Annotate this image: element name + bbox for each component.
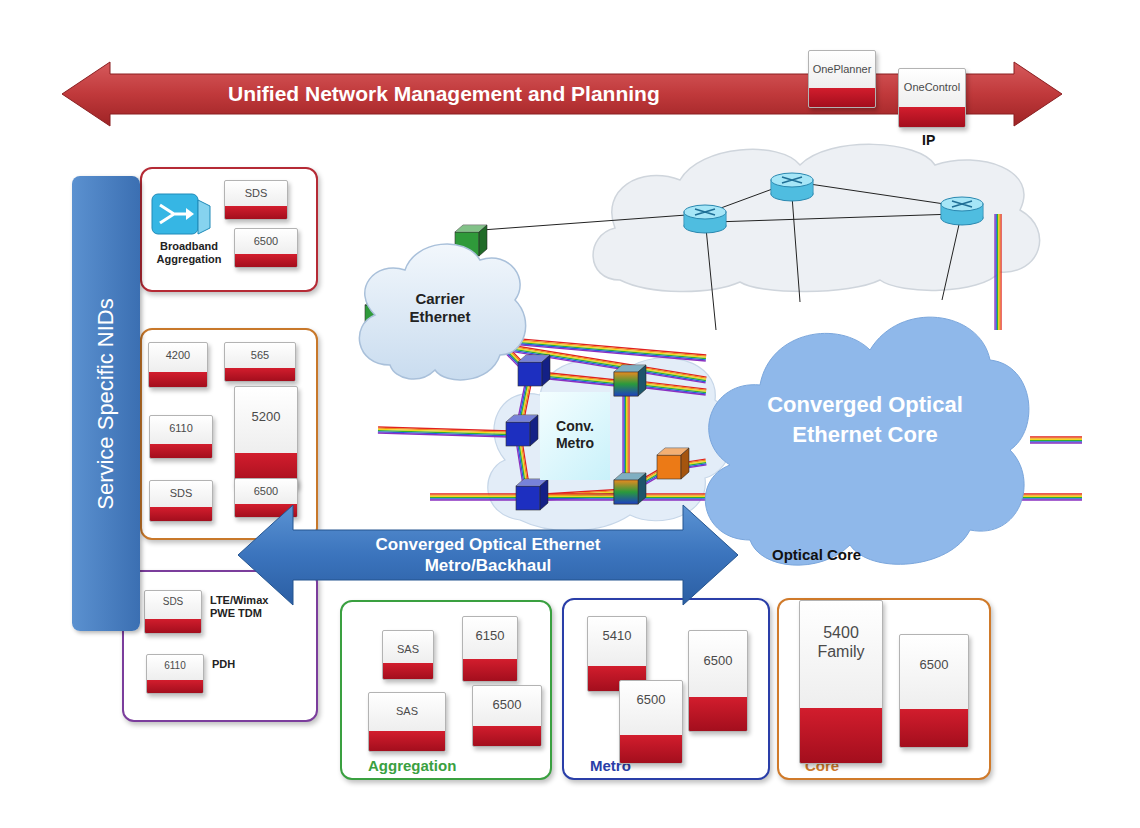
model-number: PDH xyxy=(212,658,276,671)
model-number: 5400 Family xyxy=(803,623,879,661)
switch-cube xyxy=(506,415,538,446)
arrow-outline xyxy=(238,505,738,605)
fiber-strand xyxy=(378,433,510,437)
network-label: IP xyxy=(922,132,935,148)
fiber-strand xyxy=(1030,440,1082,441)
model-number: 6110 xyxy=(148,659,202,672)
router-icon xyxy=(771,173,813,201)
group-heading: Aggregation xyxy=(368,757,456,774)
fiber-strand xyxy=(1030,442,1082,443)
equipment-group: Core5400 Family6500 xyxy=(777,598,991,780)
switch-cube xyxy=(516,479,548,510)
fiber-strand xyxy=(996,214,997,330)
equipment-box: 5400 Family xyxy=(799,600,883,764)
fiber-strand xyxy=(999,214,1000,330)
equipment-box: 4200 xyxy=(148,342,208,388)
fiber-strand xyxy=(1030,439,1082,440)
network-cloud: Carrier Ethernet xyxy=(350,235,530,390)
model-number: SDS xyxy=(146,595,200,608)
equipment-box: 5200 xyxy=(234,386,298,488)
equipment-box: OneControl xyxy=(898,68,966,128)
icon-body xyxy=(152,194,198,234)
cloud-outline xyxy=(359,244,525,380)
icon-caption: Broadband Aggregation xyxy=(148,240,230,266)
equipment-box: 6500 xyxy=(472,685,542,747)
equipment-box: 6150 xyxy=(462,616,518,682)
switch-cube xyxy=(614,473,646,504)
router-icon xyxy=(941,197,983,225)
metro-ring: Conv. Metro xyxy=(540,392,610,480)
model-number: SDS xyxy=(228,186,284,200)
switch-cube xyxy=(614,372,638,396)
router-icon xyxy=(684,205,726,233)
model-number: 6500 xyxy=(238,234,294,248)
equipment-box: SAS xyxy=(382,630,434,680)
aggregation-symbol xyxy=(148,192,218,238)
model-number: 4200 xyxy=(152,348,204,362)
network-label: Optical Core xyxy=(772,546,861,563)
model-number: 6500 xyxy=(238,484,294,498)
model-number: OneControl xyxy=(902,80,962,94)
model-number: 6110 xyxy=(153,421,209,435)
band-title: Service Specific NIDs xyxy=(93,298,119,510)
merge-arrowhead xyxy=(186,208,194,220)
aggregation-icon: Broadband Aggregation xyxy=(148,192,230,284)
backhaul-arrow-band: Converged Optical Ethernet Metro/Backhau… xyxy=(238,503,738,607)
fiber-strand xyxy=(1000,214,1001,330)
equipment-box: 6500 xyxy=(619,680,683,764)
model-number: 6150 xyxy=(466,628,514,644)
equipment-box: 6500 xyxy=(234,228,298,268)
fiber-strand xyxy=(998,214,999,330)
equipment-box: 6500 xyxy=(899,634,969,748)
core-cloud: Converged Optical Ethernet Core xyxy=(690,290,1040,570)
ip-cloud xyxy=(593,144,1040,291)
model-number: 565 xyxy=(228,348,292,362)
equipment-box: SDS xyxy=(224,180,288,220)
fiber-strand xyxy=(1030,438,1082,439)
equipment-box: 6110 PDH xyxy=(146,654,276,694)
arrow-shape xyxy=(238,503,738,607)
ring-title: Conv. Metro xyxy=(540,418,610,452)
switch-cube xyxy=(657,448,689,479)
model-number: 5410 xyxy=(591,628,643,644)
fiber-strand xyxy=(994,214,995,330)
cloud-title: Carrier Ethernet xyxy=(390,290,490,326)
model-number: OnePlanner xyxy=(812,62,872,76)
model-number: SDS xyxy=(153,486,209,500)
equipment-box: SAS xyxy=(368,692,446,752)
cloud-title: Converged Optical Ethernet Core xyxy=(740,390,990,450)
fiber-strand xyxy=(638,386,706,394)
band-title: Unified Network Management and Planning xyxy=(228,80,660,108)
cloud-outline xyxy=(705,317,1029,565)
fiber-strand xyxy=(997,214,998,330)
nid-band: Service Specific NIDs xyxy=(72,176,140,631)
equipment-group: Aggregation SAS 6150SAS 6500 xyxy=(340,600,552,780)
switch-cube xyxy=(614,480,638,504)
icon-side xyxy=(198,200,210,234)
model-number: SAS xyxy=(386,642,430,656)
fiber-strand xyxy=(638,387,706,395)
switch-cube xyxy=(518,355,550,386)
equipment-box: OnePlanner xyxy=(808,50,876,108)
model-number: SAS xyxy=(372,704,442,718)
model-number: 5200 xyxy=(238,409,294,425)
model-number: 6500 xyxy=(692,653,744,669)
fiber-strand xyxy=(1030,441,1082,442)
model-number: 6500 xyxy=(476,697,538,713)
equipment-box: 565 xyxy=(224,342,296,382)
merge-arrow xyxy=(160,205,187,223)
model-number: 6500 xyxy=(623,692,679,708)
switch-cube xyxy=(614,365,646,396)
fiber-strand xyxy=(1030,436,1082,437)
equipment-group: Metro541065006500 xyxy=(562,598,770,780)
equipment-group: Broadband Aggregation SDS 6500 xyxy=(140,167,318,292)
model-number: LTE/Wimax PWE TDM xyxy=(210,594,274,620)
equipment-box: 6500 xyxy=(688,630,748,732)
equipment-box: SDS xyxy=(149,480,213,522)
band-title: Converged Optical Ethernet Metro/Backhau… xyxy=(353,534,623,576)
equipment-box: 6110 xyxy=(149,415,213,459)
model-number: 6500 xyxy=(903,657,965,673)
